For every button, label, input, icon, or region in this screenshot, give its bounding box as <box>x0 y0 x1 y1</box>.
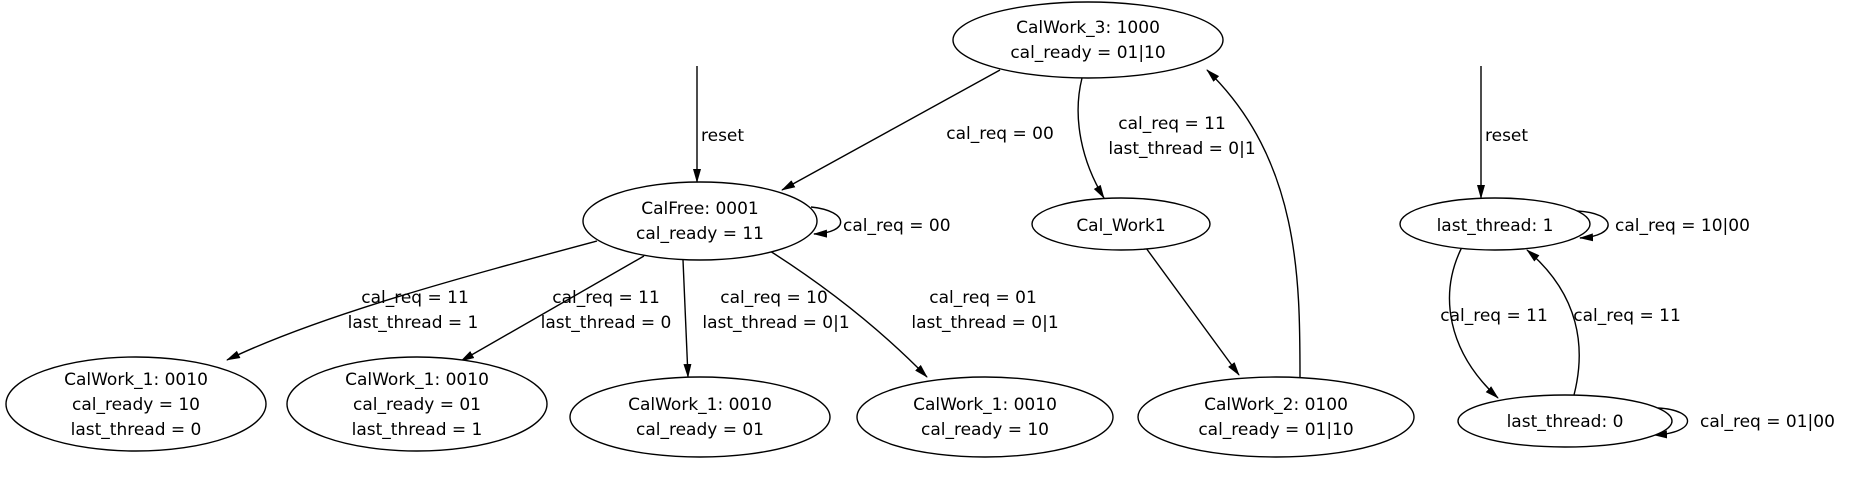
state-calwork-1-d-label-line1: CalWork_1: 0010 <box>913 395 1057 415</box>
state-cal-work1-label: Cal_Work1 <box>1076 216 1165 236</box>
state-calwork-1-d-label-line2: cal_ready = 10 <box>921 420 1049 440</box>
state-calwork-1-a: CalWork_1: 0010 cal_ready = 10 last_thre… <box>5 356 267 452</box>
state-calwork-1-b-label-line1: CalWork_1: 0010 <box>345 370 489 390</box>
edge-lastthread1-to-lastthread0 <box>1448 246 1499 399</box>
edge-label-lastthread1-self-loop: cal_req = 10|00 <box>1615 216 1750 236</box>
state-calwork-1-b-label-line3: last_thread = 1 <box>352 420 483 440</box>
state-calwork-2-label-line2: cal_ready = 01|10 <box>1198 420 1353 440</box>
edge-calfree-self-loop <box>810 206 842 238</box>
state-last-thread-0-ellipse <box>1457 394 1673 448</box>
state-calwork-2-ellipse <box>1137 376 1415 458</box>
edge-calfree-to-calwork1-d <box>769 250 928 378</box>
state-calfree-label-line1: CalFree: 0001 <box>641 199 758 219</box>
state-calwork-3-ellipse <box>952 1 1224 79</box>
edge-label-reset-left: reset <box>701 126 744 146</box>
edge-label-calwork3-to-calwork1-line2: last_thread = 0|1 <box>1108 139 1255 159</box>
state-calwork-1-c: CalWork_1: 0010 cal_ready = 01 <box>569 376 831 458</box>
state-calwork-3: CalWork_3: 1000 cal_ready = 01|10 <box>952 1 1224 79</box>
edge-label-calfree-c-line1: cal_req = 10 <box>720 288 828 308</box>
edge-label-calfree-a-line2: last_thread = 1 <box>348 313 479 333</box>
edge-calfree-to-calwork1-b <box>460 255 645 362</box>
state-calfree-ellipse <box>582 181 818 261</box>
state-calwork-1-a-ellipse <box>5 356 267 452</box>
edge-label-calfree-d-line1: cal_req = 01 <box>929 288 1037 308</box>
edge-label-reset-right: reset <box>1485 126 1528 146</box>
state-calfree-label-line2: cal_ready = 11 <box>636 224 764 244</box>
state-cal-work1-ellipse <box>1031 197 1211 251</box>
edge-label-lastthread0-to-lastthread1: cal_req = 11 <box>1573 306 1681 326</box>
state-calwork-1-c-label-line2: cal_ready = 01 <box>636 420 764 440</box>
edge-calwork2-to-calwork3 <box>1206 69 1301 379</box>
state-calwork-1-d: CalWork_1: 0010 cal_ready = 10 <box>856 376 1114 458</box>
edge-calwork3-to-calfree <box>781 69 1001 191</box>
edge-lastthread0-self-loop <box>1653 407 1689 439</box>
state-calwork-3-label-line2: cal_ready = 01|10 <box>1010 43 1165 63</box>
edge-calwork3-to-calwork1 <box>1077 77 1105 199</box>
state-last-thread-1-label: last_thread: 1 <box>1437 216 1554 236</box>
state-calwork-1-a-label-line1: CalWork_1: 0010 <box>64 370 208 390</box>
edge-calfree-to-calwork1-a <box>226 240 598 361</box>
edge-label-calfree-b-line2: last_thread = 0 <box>541 313 672 333</box>
state-calwork-1-c-ellipse <box>569 376 831 458</box>
state-last-thread-1: last_thread: 1 <box>1399 197 1591 251</box>
edge-label-calwork3-to-calwork1-line1: cal_req = 11 <box>1118 114 1226 134</box>
state-calwork-1-b-label-line2: cal_ready = 01 <box>353 395 481 415</box>
state-calfree: CalFree: 0001 cal_ready = 11 <box>582 181 818 261</box>
edge-label-lastthread1-to-lastthread0: cal_req = 11 <box>1440 306 1548 326</box>
edge-label-calfree-self-loop: cal_req = 00 <box>843 216 951 236</box>
edge-label-calfree-a-line1: cal_req = 11 <box>361 288 469 308</box>
state-last-thread-0-label: last_thread: 0 <box>1507 412 1624 432</box>
edge-calfree-to-calwork1-c <box>682 259 692 378</box>
state-last-thread-0: last_thread: 0 <box>1457 394 1673 448</box>
edge-label-calwork3-to-calfree: cal_req = 00 <box>946 124 1054 144</box>
state-last-thread-1-ellipse <box>1399 197 1591 251</box>
edge-label-calfree-b-line1: cal_req = 11 <box>552 288 660 308</box>
state-calwork-2: CalWork_2: 0100 cal_ready = 01|10 <box>1137 376 1415 458</box>
edge-label-calfree-c-line2: last_thread = 0|1 <box>702 313 849 333</box>
state-cal-work1: Cal_Work1 <box>1031 197 1211 251</box>
edge-lastthread0-to-lastthread1 <box>1526 249 1580 396</box>
edge-calwork1-to-calwork2 <box>1145 247 1240 376</box>
edge-label-lastthread0-self-loop: cal_req = 01|00 <box>1700 412 1835 432</box>
state-calwork-1-b-ellipse <box>286 356 548 452</box>
state-calwork-1-c-label-line1: CalWork_1: 0010 <box>628 395 772 415</box>
state-calwork-1-b: CalWork_1: 0010 cal_ready = 01 last_thre… <box>286 356 548 452</box>
state-calwork-3-label-line1: CalWork_3: 1000 <box>1016 18 1160 38</box>
state-calwork-1-a-label-line3: last_thread = 0 <box>71 420 202 440</box>
state-calwork-2-label-line1: CalWork_2: 0100 <box>1204 395 1348 415</box>
edge-label-calfree-d-line2: last_thread = 0|1 <box>911 313 1058 333</box>
state-calwork-1-a-label-line2: cal_ready = 10 <box>72 395 200 415</box>
edge-lastthread1-self-loop <box>1576 210 1609 242</box>
state-calwork-1-d-ellipse <box>856 376 1114 458</box>
